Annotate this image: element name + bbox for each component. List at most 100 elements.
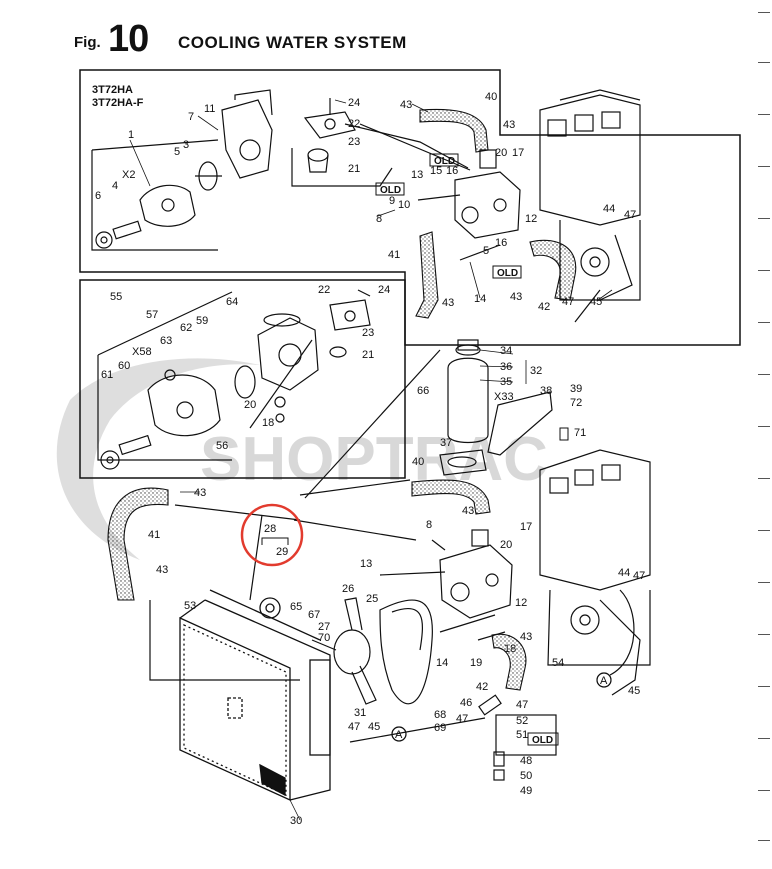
bracket-28-29 <box>261 537 289 545</box>
margin-tick <box>758 530 770 531</box>
old-tag: OLD <box>434 156 455 167</box>
part-label: 5 <box>483 245 489 257</box>
bolt-71 <box>559 427 569 441</box>
watermark: SHOPTRAC <box>56 358 548 560</box>
part-label: 41 <box>148 529 160 541</box>
part-label: 14 <box>436 657 448 669</box>
part-label: 42 <box>476 681 488 693</box>
part-label: 47 <box>456 713 468 725</box>
hose-42-main <box>491 633 527 691</box>
part-label: 16 <box>446 165 458 177</box>
part-label: 20 <box>244 399 256 411</box>
part-label: 47 <box>562 296 574 308</box>
part-label: 25 <box>366 593 378 605</box>
part-label: 47 <box>348 721 360 733</box>
part-label: 35 <box>500 376 512 388</box>
part-label: 43 <box>462 505 474 517</box>
part-label: 48 <box>520 755 532 767</box>
part-label: 43 <box>503 119 515 131</box>
margin-tick <box>758 840 770 841</box>
part-label: 65 <box>290 601 302 613</box>
pump-assembly-top <box>91 89 471 251</box>
part-label: 43 <box>400 99 412 111</box>
engine-block-main <box>539 449 651 696</box>
part-label: 50 <box>520 770 532 782</box>
part-label: 22 <box>318 284 330 296</box>
model-line-2: 3T72HA-F <box>92 97 144 109</box>
drain-and-pipe <box>149 479 635 781</box>
margin-tick <box>758 634 770 635</box>
part-label: 8 <box>376 213 382 225</box>
ref-circle-a <box>596 672 612 688</box>
part-label: 44 <box>618 567 630 579</box>
part-label: 72 <box>570 397 582 409</box>
margin-tick <box>758 62 770 63</box>
bracket-38 <box>487 391 553 456</box>
part-label: 9 <box>389 195 395 207</box>
part-label: 11 <box>204 103 215 115</box>
part-label: 30 <box>290 815 302 827</box>
part-label: 44 <box>603 203 615 215</box>
part-label: 22 <box>348 118 360 130</box>
part-label: 69 <box>434 722 446 734</box>
part-label: 15 <box>430 165 442 177</box>
pump-body-top <box>417 149 521 261</box>
margin-tick <box>758 686 770 687</box>
part-label: 14 <box>474 293 486 305</box>
watermark-swoosh <box>56 358 260 560</box>
old-tag-box <box>527 732 559 746</box>
hose-40-top <box>419 108 489 153</box>
part-label: 64 <box>226 296 238 308</box>
part-label: 20 <box>495 147 507 159</box>
part-label: 47 <box>633 570 645 582</box>
part-label: 31 <box>354 707 366 719</box>
old-tag: OLD <box>497 268 518 279</box>
part-label: 16 <box>495 237 507 249</box>
part-label: 6 <box>95 190 101 202</box>
part-label: 40 <box>412 456 424 468</box>
part-label: 12 <box>525 213 537 225</box>
part-label: 12 <box>515 597 527 609</box>
fig-number: 10 <box>108 18 149 60</box>
old-tags-top: OLD OLD OLD <box>375 153 522 279</box>
part-label: 17 <box>520 521 532 533</box>
part-label: 40 <box>485 91 497 103</box>
radiator <box>179 589 331 802</box>
part-label: 67 <box>308 609 320 621</box>
part-label: 41 <box>388 249 400 261</box>
part-label: 13 <box>360 558 372 570</box>
old-tag-box <box>492 265 522 279</box>
part-label: 68 <box>434 709 446 721</box>
margin-tick <box>758 166 770 167</box>
part-label: 17 <box>512 147 524 159</box>
margin-tick <box>758 582 770 583</box>
part-label: 8 <box>426 519 432 531</box>
pump-assembly-mid <box>97 289 371 470</box>
leader-lines <box>129 99 613 821</box>
part-label: 27 <box>318 621 330 633</box>
margin-tick <box>758 478 770 479</box>
margin-tick <box>758 322 770 323</box>
part-label: 45 <box>628 685 640 697</box>
part-label: 4 <box>112 180 118 192</box>
part-label: 18 <box>262 417 274 429</box>
part-label: 52 <box>516 715 528 727</box>
part-label: 43 <box>442 297 454 309</box>
part-label: 59 <box>196 315 208 327</box>
part-label: 18 <box>504 643 516 655</box>
part-label: 70 <box>318 632 330 644</box>
ref-circle-a <box>391 726 407 742</box>
part-label: 38 <box>540 385 552 397</box>
part-label: 43 <box>510 291 522 303</box>
part-label: 24 <box>348 97 360 109</box>
reservoir-tank <box>304 339 489 499</box>
margin-tick <box>758 12 770 13</box>
part-label: 19 <box>470 657 482 669</box>
model-line-1: 3T72HA <box>92 84 133 96</box>
part-label: 54 <box>552 657 564 669</box>
part-labels: 1 3 5 X2 4 6 7 11 24 22 23 21 43 40 43 2… <box>95 91 645 827</box>
part-label: X2 <box>122 169 135 181</box>
part-label: 66 <box>417 385 429 397</box>
